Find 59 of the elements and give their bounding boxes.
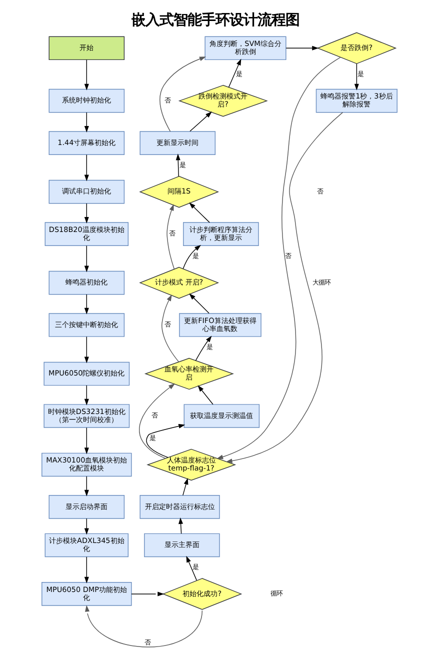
arrow bbox=[182, 478, 188, 496]
node-box: MPU6050陀螺仪初始化 bbox=[43, 362, 130, 386]
arrow bbox=[84, 605, 202, 648]
arrow bbox=[228, 58, 241, 88]
arrow bbox=[84, 476, 88, 496]
arrow bbox=[166, 204, 174, 270]
node-box: 计步模块ADXL345初始化 bbox=[44, 533, 128, 558]
arrow bbox=[188, 293, 209, 314]
arrow bbox=[84, 336, 88, 364]
arrow bbox=[146, 424, 185, 458]
arrow bbox=[186, 556, 197, 581]
node-box: 获取温度显示测温值 bbox=[183, 404, 260, 428]
node-box: 开启定时器运行标志位 bbox=[139, 495, 220, 519]
arrow bbox=[182, 244, 201, 269]
node-box: 显示主界面 bbox=[144, 533, 220, 558]
node-box: 1.44寸屏幕初始化 bbox=[48, 131, 124, 155]
arrow bbox=[194, 336, 212, 361]
node-box: 更新显示时间 bbox=[139, 131, 216, 155]
node-box: 蜂鸣器初始化 bbox=[48, 270, 124, 295]
arrow bbox=[175, 154, 180, 177]
node-box: 时钟模块DS3231初始化（第一次时间校准） bbox=[43, 404, 130, 428]
node-box: DS18B20温度模块初始化 bbox=[44, 222, 128, 246]
arrow bbox=[354, 63, 358, 90]
arrow bbox=[225, 112, 343, 464]
arrow bbox=[178, 517, 183, 534]
node-box: MAX30100血氧模块初始化配置模块 bbox=[41, 452, 132, 477]
arrow bbox=[159, 56, 206, 132]
arrow bbox=[161, 294, 179, 362]
arrow bbox=[138, 384, 175, 459]
node-box: 开始 bbox=[48, 36, 124, 60]
arrow bbox=[197, 385, 213, 405]
arrow bbox=[130, 592, 164, 596]
arrow bbox=[188, 202, 210, 223]
node-diamond: 是否跌倒? bbox=[316, 32, 396, 64]
node-box: 计步判断程序算法分析，更新显示 bbox=[182, 222, 258, 246]
arrow bbox=[84, 556, 88, 584]
node-diamond: 人体温度标志位temp-flag-1? bbox=[146, 448, 236, 481]
node-box: MPU6050 DMP功能初始化 bbox=[41, 582, 132, 606]
arrow bbox=[189, 112, 212, 132]
arrow bbox=[216, 56, 340, 460]
node-box: 显示启动界面 bbox=[48, 495, 124, 519]
node-box: 角度判断，SVM综合分析跌倒 bbox=[204, 36, 286, 60]
node-box: 调试串口初始化 bbox=[48, 180, 124, 204]
arrow bbox=[84, 385, 88, 406]
arrow bbox=[84, 154, 88, 182]
arrow bbox=[84, 59, 88, 90]
arrow bbox=[84, 427, 88, 454]
arrow bbox=[84, 203, 88, 224]
arrow bbox=[84, 112, 88, 132]
diagram-title: 嵌入式智能手环设计流程图 bbox=[130, 12, 299, 29]
node-box: 三个按键中断初始化 bbox=[48, 313, 124, 337]
arrow bbox=[285, 46, 318, 50]
arrow bbox=[84, 518, 88, 535]
node-box: 系统时钟初始化 bbox=[48, 88, 124, 113]
node-box: 更新FIFO算法处理获得心率血氧数 bbox=[178, 313, 261, 337]
arrow bbox=[84, 245, 88, 272]
node-box: 蜂鸣器报警1秒，3秒后解除报警 bbox=[315, 88, 397, 113]
node-diamond: 初始化成功? bbox=[162, 578, 242, 610]
arrow bbox=[84, 294, 88, 314]
